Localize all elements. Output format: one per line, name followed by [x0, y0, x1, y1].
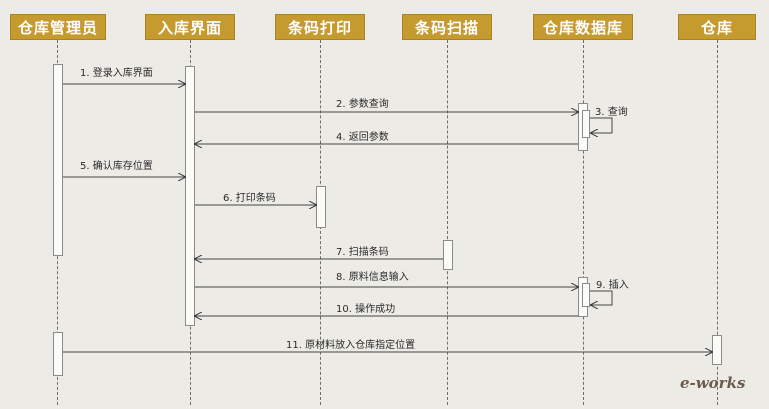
message-label-6: 6. 打印条码	[223, 193, 276, 204]
participant-barcode-scan: 条码扫描	[402, 14, 492, 40]
watermark-logo: e-works	[680, 374, 746, 392]
participant-warehouse-admin: 仓库管理员	[10, 14, 106, 40]
message-label-11: 11. 原材料放入仓库指定位置	[286, 340, 416, 351]
message-label-9: 9. 插入	[596, 280, 629, 291]
participant-inbound-ui: 入库界面	[145, 14, 235, 40]
message-label-4: 4. 返回参数	[336, 132, 389, 143]
activation-ui	[185, 66, 195, 326]
participant-warehouse-db: 仓库数据库	[533, 14, 633, 40]
lifeline-warehouse	[717, 40, 718, 405]
message-label-8: 8. 原料信息输入	[336, 272, 409, 283]
message-label-2: 2. 参数查询	[336, 99, 389, 110]
activation-db-1b	[582, 110, 590, 138]
message-label-1: 1. 登录入库界面	[80, 68, 153, 79]
participant-barcode-print: 条码打印	[275, 14, 365, 40]
activation-admin-1	[53, 64, 63, 256]
lifeline-barcode-scan	[447, 40, 448, 405]
message-label-10: 10. 操作成功	[336, 304, 396, 315]
activation-admin-2	[53, 332, 63, 376]
message-label-3: 3. 查询	[595, 107, 628, 118]
activation-scan	[443, 240, 453, 270]
message-label-7: 7. 扫描条码	[336, 247, 389, 258]
message-label-5: 5. 确认库存位置	[80, 161, 153, 172]
activation-db-2b	[582, 283, 590, 307]
lifeline-warehouse-db	[583, 40, 584, 405]
participant-warehouse: 仓库	[678, 14, 756, 40]
arrow-9	[590, 290, 613, 305]
arrow-3	[590, 117, 613, 133]
